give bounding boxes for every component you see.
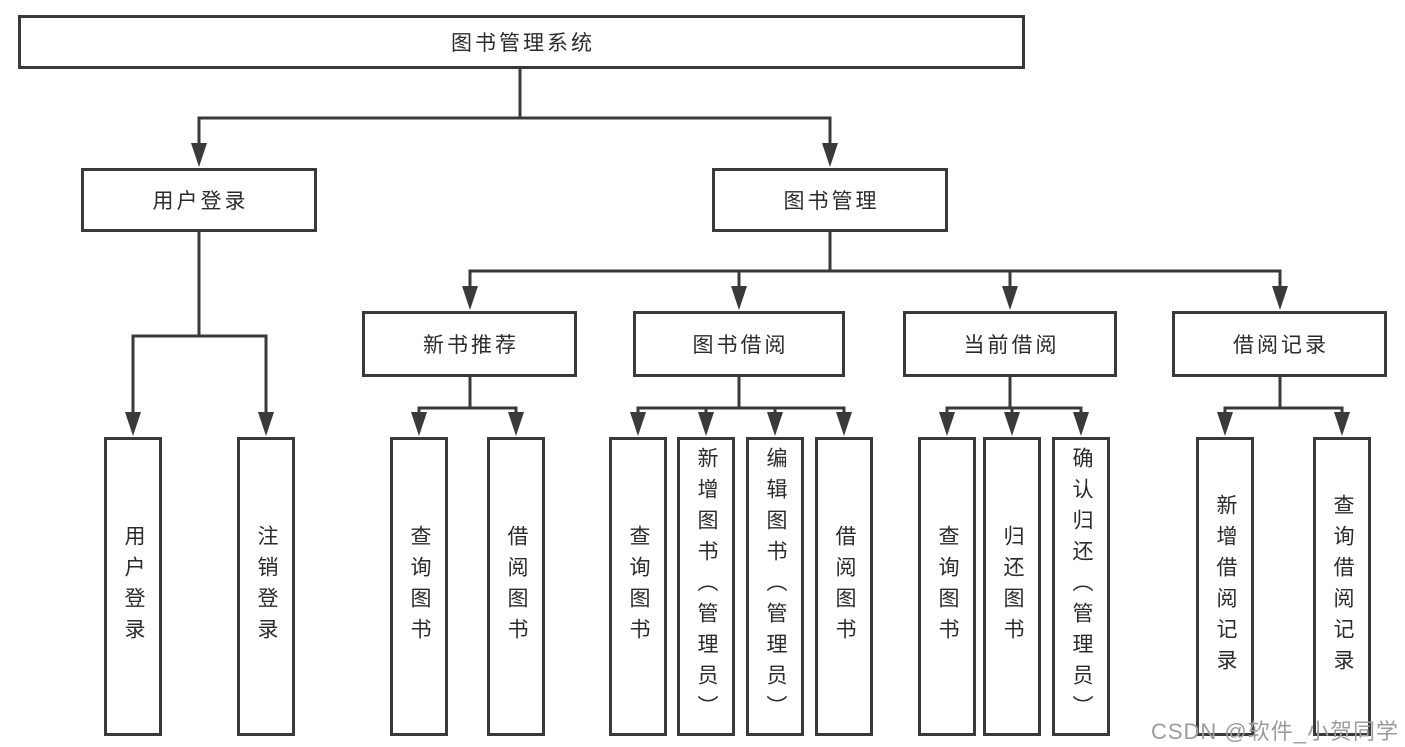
leaf-query-books-recommend-label: 查询图书 [408, 524, 431, 649]
leaf-user-login-label: 用户登录 [122, 524, 145, 649]
leaf-borrow-books-recommend: 借阅图书 [487, 437, 545, 736]
leaf-add-books-admin-label: 新增图书（管理员） [695, 447, 718, 726]
node-book-borrowing: 图书借阅 [633, 311, 845, 377]
node-book-management: 图书管理 [712, 168, 948, 232]
leaf-logout: 注销登录 [237, 437, 295, 736]
leaf-confirm-return-admin: 确认归还（管理员） [1052, 437, 1110, 736]
leaf-logout-label: 注销登录 [255, 524, 278, 649]
node-user-login: 用户登录 [81, 168, 317, 232]
leaf-query-borrowing-record-label: 查询借阅记录 [1331, 493, 1354, 680]
leaf-confirm-return-admin-label: 确认归还（管理员） [1070, 447, 1093, 726]
leaf-borrow-books-label: 借阅图书 [833, 524, 856, 649]
leaf-query-books-current-label: 查询图书 [936, 524, 959, 649]
leaf-query-borrowing-record: 查询借阅记录 [1313, 437, 1371, 736]
leaf-add-borrowing-record-label: 新增借阅记录 [1214, 493, 1237, 680]
node-current-borrowing: 当前借阅 [903, 311, 1117, 377]
leaf-edit-books-admin-label: 编辑图书（管理员） [764, 447, 787, 726]
csdn-watermark: CSDN @软件_小贺同学 [1150, 719, 1399, 744]
leaf-user-login: 用户登录 [104, 437, 162, 736]
leaf-return-books: 归还图书 [983, 437, 1041, 736]
node-new-book-recommendation: 新书推荐 [362, 311, 577, 377]
leaf-query-books-borrowing: 查询图书 [609, 437, 667, 736]
leaf-edit-books-admin: 编辑图书（管理员） [746, 437, 804, 736]
node-library-management-system: 图书管理系统 [18, 15, 1025, 69]
leaf-query-books-recommend: 查询图书 [390, 437, 448, 736]
node-borrowing-records: 借阅记录 [1172, 311, 1387, 377]
leaf-add-borrowing-record: 新增借阅记录 [1196, 437, 1254, 736]
leaf-return-books-label: 归还图书 [1001, 524, 1024, 649]
leaf-query-books-current: 查询图书 [918, 437, 976, 736]
leaf-borrow-books: 借阅图书 [815, 437, 873, 736]
leaf-add-books-admin: 新增图书（管理员） [677, 437, 735, 736]
leaf-borrow-books-recommend-label: 借阅图书 [505, 524, 528, 649]
leaf-query-books-borrowing-label: 查询图书 [627, 524, 650, 649]
